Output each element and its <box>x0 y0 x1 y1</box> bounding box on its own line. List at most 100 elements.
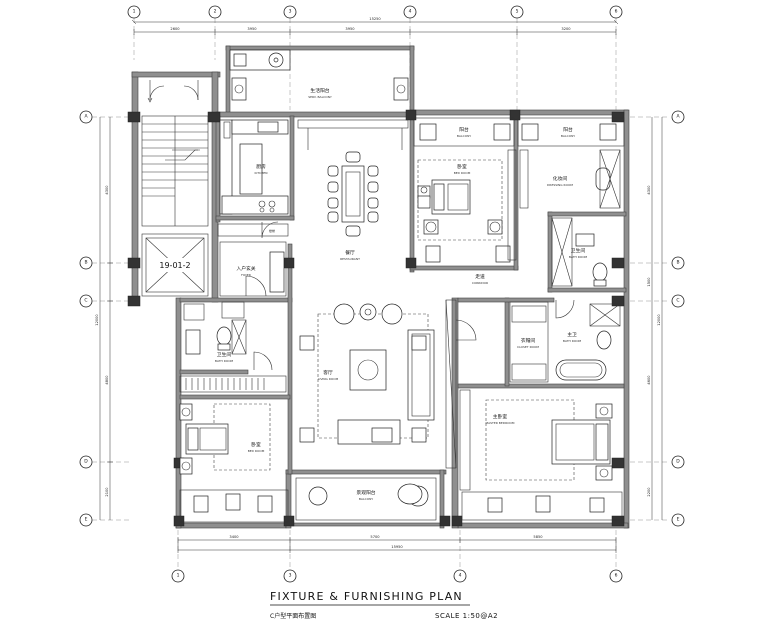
bottom-dimensions: 3400 5700 5850 15950 <box>177 535 617 553</box>
svg-text:3: 3 <box>289 9 292 15</box>
right-dim-2: 1500 <box>647 277 651 287</box>
svg-text:1: 1 <box>133 9 136 15</box>
left-dimensions: 12000 4300 4800 2100 <box>95 117 113 520</box>
view-balcony-cn: 景观阳台 <box>356 489 375 496</box>
bedroom-top: 卧室 BED ROOM <box>417 149 517 263</box>
bottom-total-dim: 15950 <box>391 545 403 549</box>
svg-text:6: 6 <box>615 9 618 15</box>
bedroom-top-en: BED ROOM <box>454 171 471 175</box>
right-total-dim: 12000 <box>657 314 661 326</box>
top-total-dim: 15250 <box>369 17 381 21</box>
balcony-b-cn: 阳台 <box>563 126 573 133</box>
grid-bubbles-bottom: 1 3 4 6 <box>171 569 623 583</box>
left-dim-3: 2100 <box>105 487 109 497</box>
bed-left-en: BED ROOM <box>248 449 265 453</box>
restaurant-en: RESTAURANT <box>340 257 360 261</box>
dressing-cn: 化妆间 <box>553 175 568 182</box>
kitchen: 厨房 KITCHEN 楼梯 <box>217 119 289 239</box>
master-bedroom: 主卧室 MASTER BEDROOM <box>459 389 623 521</box>
bath-master-cn: 主卫 <box>567 331 577 338</box>
service-balcony-en: SERV. BALCONY <box>308 95 332 99</box>
living-room: 客厅 LIVING ROOM <box>299 303 435 445</box>
right-dimensions: 4300 1500 4600 2200 12000 <box>647 117 663 520</box>
svg-text:3: 3 <box>289 573 292 579</box>
corridor: 走道 CORRIDOR <box>445 273 488 469</box>
service-balcony: 生活阳台 SERV. BALCONY <box>229 49 409 101</box>
bedroom-left: 卧室 BED ROOM <box>179 375 289 523</box>
svg-text:E: E <box>677 517 680 523</box>
service-balcony-cn: 生活阳台 <box>310 87 329 94</box>
svg-text:5: 5 <box>516 9 519 15</box>
living-cn: 客厅 <box>323 369 333 376</box>
dining-area: 餐厅 RESTAURANT <box>297 119 409 261</box>
grid-bubbles-left: A B C D E <box>79 110 93 527</box>
svg-text:A: A <box>84 114 88 120</box>
bath-top: 卫生间 BATH ROOM <box>551 217 608 287</box>
bath-left-en: BATH ROOM <box>215 359 234 363</box>
top-dim-4: 3200 <box>561 27 571 31</box>
balcony-a-en: BALCONY <box>457 134 471 138</box>
corridor-cn: 走道 <box>475 273 485 280</box>
plan-subtitle: C户型平面布置图 <box>270 612 316 620</box>
wardrobe-hangers <box>185 378 265 390</box>
bath-left: 卫生间 BATH ROOM <box>183 303 273 371</box>
view-balcony-en: BALCONY <box>359 497 373 501</box>
restaurant-cn: 餐厅 <box>345 249 355 256</box>
svg-text:E: E <box>85 517 88 523</box>
corridor-en: CORRIDOR <box>472 281 488 285</box>
dressing-en: DRESSING ROOM <box>547 183 573 187</box>
living-en: LIVING ROOM <box>318 377 339 381</box>
svg-text:6: 6 <box>615 573 618 579</box>
foyer: 入户玄关 FOYER <box>219 241 287 319</box>
left-total-dim: 12000 <box>95 314 99 326</box>
grid-bubbles-right: A B C D E <box>671 110 685 527</box>
view-balcony: 景观阳台 BALCONY <box>295 477 437 521</box>
kitchen-cn: 厨房 <box>256 163 266 170</box>
svg-text:D: D <box>84 459 88 465</box>
bedroom-top-cn: 卧室 <box>457 163 467 170</box>
stair-core: 19-01-2 <box>141 80 209 297</box>
svg-text:C: C <box>84 298 87 304</box>
foyer-cn: 入户玄关 <box>236 265 255 272</box>
kitchen-note: 楼梯 <box>269 228 275 233</box>
top-dim-3: 3950 <box>345 27 355 31</box>
plan-title: FIXTURE & FURNISHING PLAN <box>270 590 463 603</box>
master-bed-en: MASTER BEDROOM <box>486 421 515 425</box>
bath-left-cn: 卫生间 <box>217 351 232 358</box>
svg-text:C: C <box>676 298 679 304</box>
elevator-label: 19-01-2 <box>159 261 190 270</box>
bath-master: 主卫 BATH ROOM <box>555 299 621 381</box>
right-dim-1: 4300 <box>647 185 651 195</box>
balconies-top: 阳台 BALCONY 阳台 BALCONY <box>413 117 625 147</box>
bottom-dim-3: 5850 <box>533 535 543 539</box>
left-dim-2: 4800 <box>105 375 109 385</box>
svg-text:A: A <box>676 114 680 120</box>
top-dimensions: 15250 2600 3950 3950 3200 <box>131 17 619 35</box>
bed-left-cn: 卧室 <box>251 441 261 448</box>
svg-text:1: 1 <box>177 573 180 579</box>
bath-master-en: BATH ROOM <box>563 339 582 343</box>
right-dim-3: 4600 <box>647 375 651 385</box>
closet-en: CLOSET ROOM <box>517 345 539 349</box>
foyer-en: FOYER <box>241 273 251 277</box>
svg-text:D: D <box>676 459 680 465</box>
bath-top-cn: 卫生间 <box>571 247 586 254</box>
right-dim-4: 2200 <box>647 487 651 497</box>
top-dim-2: 3950 <box>247 27 257 31</box>
svg-text:B: B <box>676 260 679 266</box>
bottom-dim-1: 3400 <box>229 535 239 539</box>
top-dim-1: 2600 <box>170 27 180 31</box>
bottom-dim-2: 5700 <box>370 535 380 539</box>
svg-text:2: 2 <box>214 9 217 15</box>
balcony-b-en: BALCONY <box>561 134 575 138</box>
title-block: FIXTURE & FURNISHING PLAN C户型平面布置图 SCALE… <box>270 590 498 620</box>
grid-bubbles-top: 1 2 3 4 5 6 <box>127 5 623 19</box>
bath-top-en: BATH ROOM <box>569 255 588 259</box>
closet: 衣帽间 CLOSET ROOM <box>509 301 549 383</box>
left-dim-1: 4300 <box>105 185 109 195</box>
dressing-room: 化妆间 DRESSING ROOM <box>519 149 621 209</box>
closet-cn: 衣帽间 <box>521 337 536 344</box>
svg-text:4: 4 <box>459 573 462 579</box>
svg-text:4: 4 <box>409 9 412 15</box>
